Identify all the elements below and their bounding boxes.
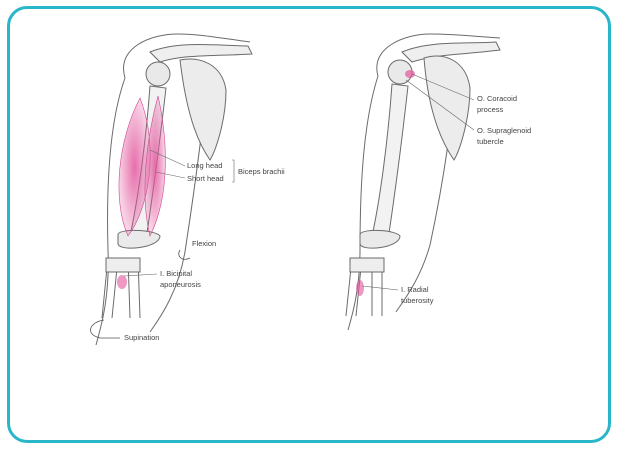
bicipital-label-line2: aponeurosis [160,280,201,289]
radial-label-line1: I. Radial [401,285,429,294]
left-forearm-head [106,258,140,272]
left-insertion-mark [117,275,127,289]
long-head-label: Long head [187,161,222,170]
flexion-label: Flexion [192,239,216,248]
supination-label: Supination [124,333,159,342]
supraglenoid-label-line2: tubercle [477,137,504,146]
left-humerus-head [146,62,170,86]
supraglenoid-label-line1: O. Supraglenoid [477,126,531,135]
short-head-label: Short head [187,174,224,183]
supination-arrow [90,320,120,338]
right-humerus [372,84,408,240]
coracoid-label-line2: process [477,105,504,114]
left-clavicle [150,45,252,63]
bicipital-label-line1: I. Bicipital [160,269,192,278]
left-scapula [180,59,226,160]
radial-label-line2: tuberosity [401,296,434,305]
biceps-brachii-label: Biceps brachii [238,167,285,176]
biceps-bracket [232,160,234,182]
left-elbow [118,230,160,248]
radial-leader [362,286,398,290]
radial-tuberosity-mark [356,280,364,296]
coracoid-label-line1: O. Coracoid [477,94,517,103]
right-scapula [424,56,470,160]
right-forearm-head [350,258,384,272]
right-elbow [360,230,400,248]
coracoid-mark [405,70,415,78]
